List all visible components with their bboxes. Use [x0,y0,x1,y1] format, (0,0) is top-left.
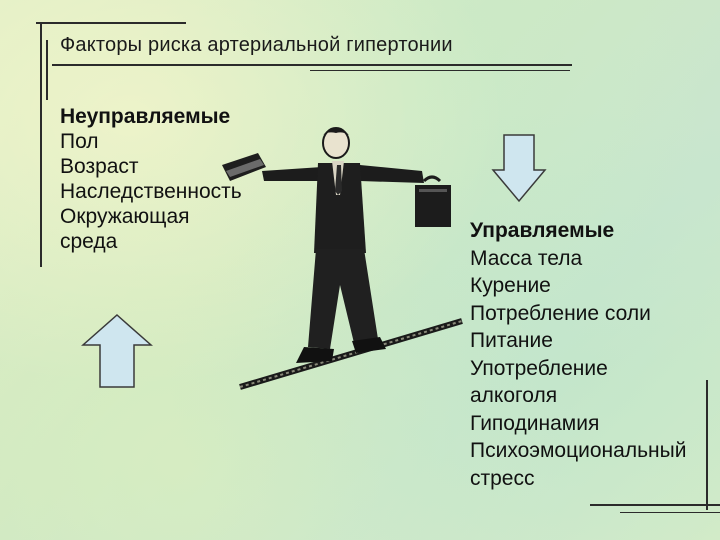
unmanaged-item: Окружающая [60,205,190,228]
frame-right-line [706,380,708,510]
up-arrow-icon [81,313,153,388]
jacket [314,163,366,253]
unmanaged-heading: Неуправляемые [60,105,231,128]
frame-bottom-line [590,504,720,506]
managed-item: Употребление [470,356,608,380]
frame-left-line-2 [46,40,48,100]
trousers [308,249,378,349]
page-title: Факторы риска артериальной гипертонии [60,34,453,56]
managed-item: Курение [470,274,551,297]
rope [239,318,463,390]
tightrope-walker-illustration [222,127,463,390]
tie [335,165,342,195]
down-arrow-icon [491,134,547,203]
managed-item: стресс [470,466,535,490]
right-arm [360,165,424,183]
unmanaged-item: Наследственность [60,180,242,203]
left-arm [262,167,322,181]
managed-item: Психоэмоциональный [470,439,687,462]
managed-item: Питание [470,329,553,352]
title-underline-2 [310,70,570,71]
managed-factors: Управляемые Масса тела Курение Потреблен… [470,217,686,492]
frame-left-line [40,22,42,267]
briefcase-icon [415,175,451,227]
unmanaged-item: Пол [60,130,99,153]
managed-item: Потребление соли [470,301,651,325]
unmanaged-item: среда [60,230,118,253]
managed-heading: Управляемые [470,219,615,242]
book-icon [222,153,266,181]
unmanaged-item: Возраст [60,155,139,178]
right-shoe [352,337,386,353]
unmanaged-factors: Неуправляемые Пол Возраст Наследственнос… [60,104,242,254]
frame-top-line [36,22,186,24]
frame-bottom-line-2 [620,512,720,513]
left-shoe [296,347,334,363]
managed-item: алкоголя [470,384,558,407]
title-underline [52,64,572,66]
head [322,127,350,159]
managed-item: Масса тела [470,246,583,270]
managed-item: Гиподинамия [470,411,600,435]
